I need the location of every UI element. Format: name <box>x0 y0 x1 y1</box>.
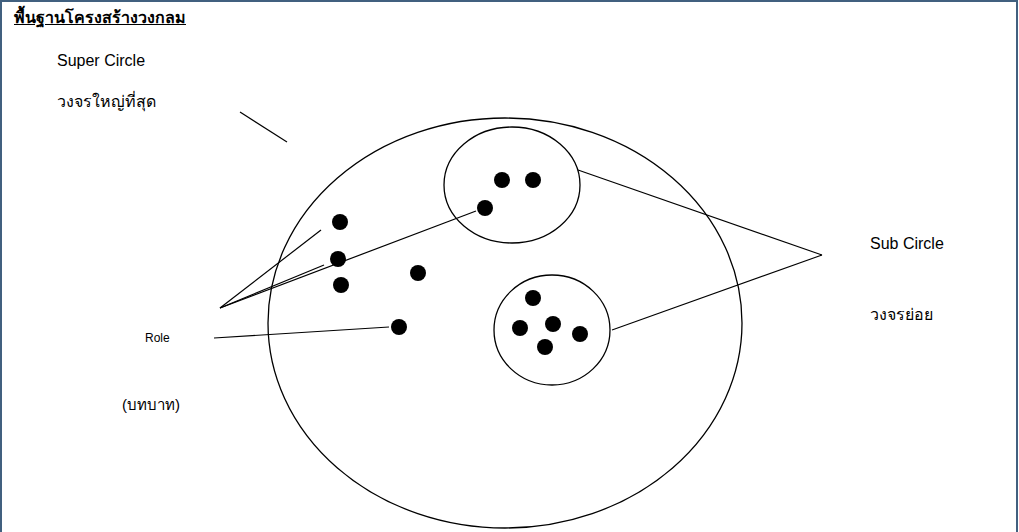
role-dot <box>572 326 588 342</box>
role-dot <box>477 200 493 216</box>
leader-line <box>240 112 287 142</box>
super-circle <box>268 118 742 528</box>
role-dot <box>410 265 426 281</box>
diagram-title: พื้นฐานโครงสร้างวงกลม <box>14 8 186 29</box>
role-dot <box>537 339 553 355</box>
leader-line <box>612 255 822 330</box>
role-dot <box>332 214 348 230</box>
role-dot <box>512 320 528 336</box>
role-dot <box>494 172 510 188</box>
circle-label-thai: วงจรใหญ่ที่สุด <box>57 92 156 113</box>
role-dot <box>330 251 346 267</box>
leader-line <box>578 170 822 255</box>
role-dot <box>525 290 541 306</box>
role-label: Role <box>145 331 170 347</box>
leader-line <box>220 211 476 308</box>
circle-label: Super Circle <box>57 51 145 72</box>
circle-label-thai: วงจรย่อย <box>870 305 933 326</box>
sub-circle <box>494 275 610 385</box>
role-dot <box>545 316 561 332</box>
role-dot <box>525 172 541 188</box>
leader-line <box>220 230 321 308</box>
circle-label: Sub Circle <box>870 234 944 255</box>
role-dots <box>330 172 588 355</box>
leader-line <box>214 327 389 338</box>
role-dot <box>391 319 407 335</box>
sub-circle <box>444 127 580 243</box>
role-label-thai: (บทบาท) <box>122 395 180 415</box>
leader-lines <box>214 112 822 338</box>
role-dot <box>333 277 349 293</box>
